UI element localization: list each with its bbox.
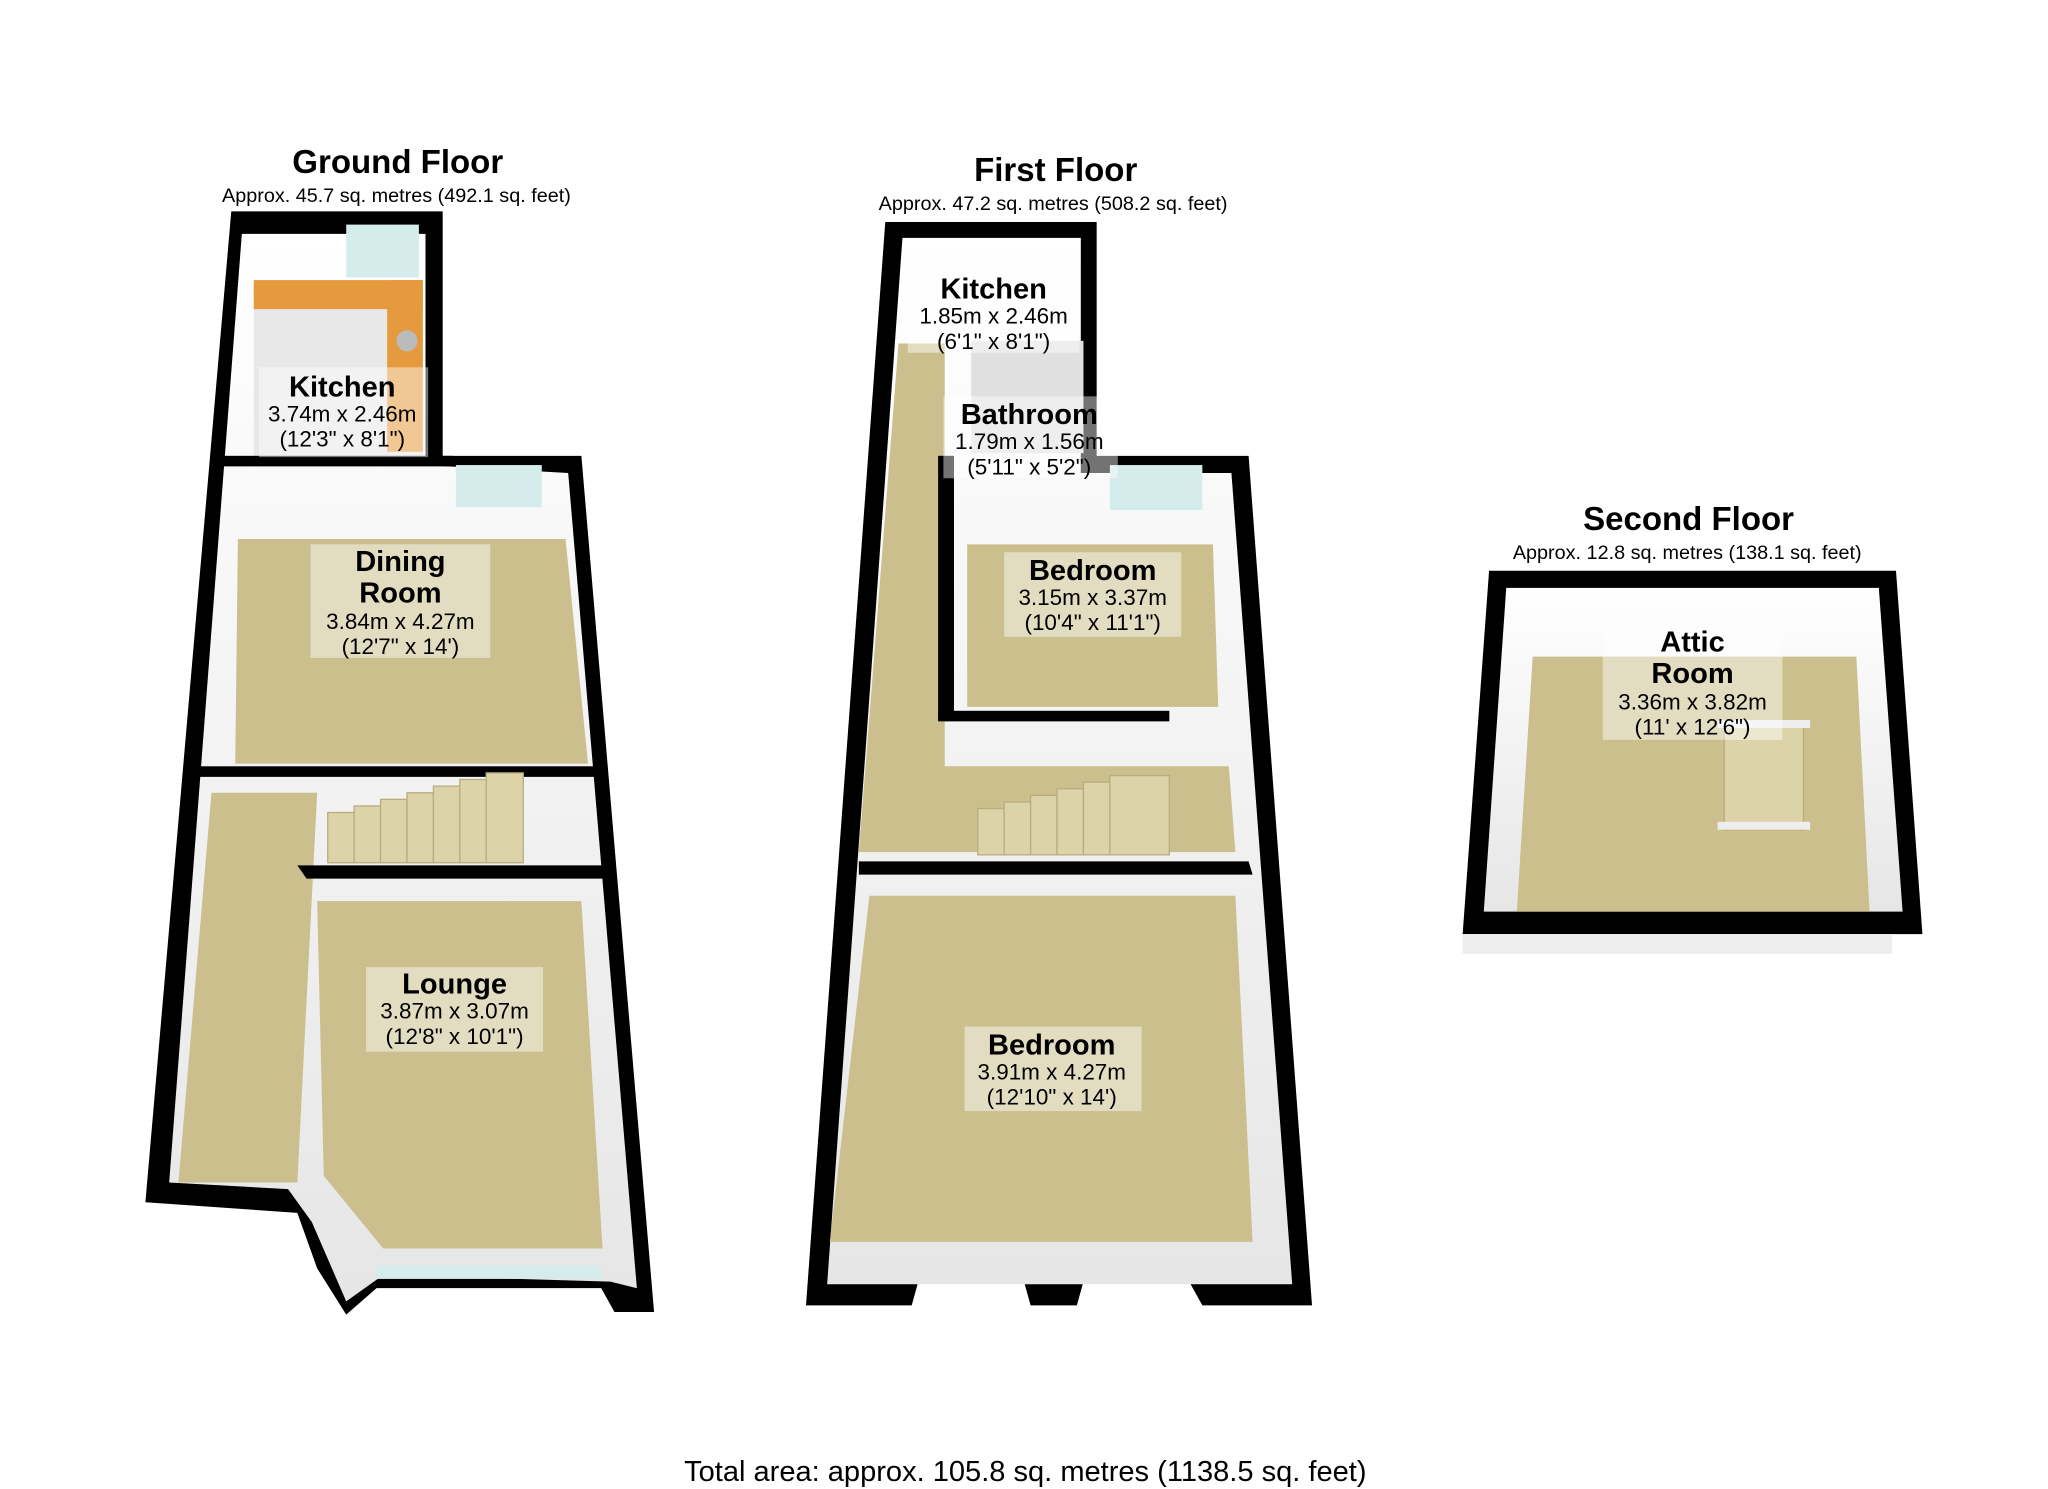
total-area: Total area: approx. 105.8 sq. metres (11… xyxy=(684,1456,1366,1488)
room-name: Dining xyxy=(355,546,445,578)
room-name-line2: Room xyxy=(1651,658,1733,690)
room-dimensions-imperial: (12'3" x 8'1") xyxy=(279,427,405,452)
first-floor-title: First Floor xyxy=(974,151,1137,188)
room-dimensions-metric: 3.87m x 3.07m xyxy=(380,999,529,1024)
wall xyxy=(198,766,595,777)
room-dimensions-imperial: (11' x 12'6") xyxy=(1635,715,1751,740)
room-name: Kitchen xyxy=(940,274,1047,306)
second-floor-area: Approx. 12.8 sq. metres (138.1 sq. feet) xyxy=(1513,542,1862,564)
room-dimensions-imperial: (5'11" x 5'2") xyxy=(967,454,1091,479)
first-floor-area: Approx. 47.2 sq. metres (508.2 sq. feet) xyxy=(879,193,1228,215)
wall xyxy=(858,861,1253,875)
lounge-floor xyxy=(317,901,603,1249)
ground-floor-title: Ground Floor xyxy=(292,143,503,180)
staircase xyxy=(1717,720,1811,831)
ground-floor-plan: Ground Floor Approx. 45.7 sq. metres (49… xyxy=(145,143,655,1315)
bay-window xyxy=(376,1265,602,1279)
window xyxy=(455,465,542,508)
first-floor-plan: First Floor Approx. 47.2 sq. metres (508… xyxy=(806,151,1313,1306)
landing-floor xyxy=(858,343,1236,853)
room-name: Bedroom xyxy=(1029,555,1157,587)
bathroom-floor xyxy=(971,340,1084,454)
sink-icon xyxy=(396,330,418,352)
second-floor-title: Second Floor xyxy=(1583,500,1794,537)
ground-floor-area: Approx. 45.7 sq. metres (492.1 sq. feet) xyxy=(222,185,571,207)
hallway-floor xyxy=(178,792,318,1183)
window xyxy=(1109,465,1203,510)
bedroom-floor xyxy=(967,544,1219,707)
room-dimensions-metric: 1.85m x 2.46m xyxy=(919,304,1068,329)
room-name: Attic xyxy=(1660,626,1725,658)
wall xyxy=(938,710,1170,722)
dining-room-floor xyxy=(235,539,589,764)
room-name: Bedroom xyxy=(988,1029,1116,1061)
wall xyxy=(222,455,454,467)
room-name: Bathroom xyxy=(961,399,1098,431)
wall xyxy=(938,455,954,721)
room-name-line2: Room xyxy=(359,577,441,609)
room-dimensions-metric: 1.79m x 1.56m xyxy=(955,429,1104,454)
room-dimensions-metric: 3.84m x 4.27m xyxy=(326,609,475,634)
wall-edge xyxy=(1462,934,1893,954)
room-dimensions-imperial: (6'1" x 8'1") xyxy=(937,329,1050,354)
room-dimensions-imperial: (12'10" x 14') xyxy=(987,1085,1117,1110)
second-floor-plan: Second Floor Approx. 12.8 sq. metres (13… xyxy=(1462,500,1923,954)
bedroom-floor xyxy=(829,895,1253,1242)
room-dimensions-imperial: (12'8" x 10'1") xyxy=(386,1024,524,1049)
staircase xyxy=(977,774,1170,856)
room-dimensions-metric: 3.74m x 2.46m xyxy=(268,401,417,426)
room-dimensions-imperial: (12'7" x 14') xyxy=(342,634,460,659)
window xyxy=(346,224,419,278)
wall xyxy=(297,865,608,879)
room-dimensions-metric: 3.36m x 3.82m xyxy=(1618,689,1767,714)
room-dimensions-metric: 3.15m x 3.37m xyxy=(1018,585,1167,610)
room-dimensions-metric: 3.91m x 4.27m xyxy=(977,1059,1126,1084)
kitchen-worktop-side xyxy=(387,280,423,452)
room-name: Kitchen xyxy=(289,371,396,403)
staircase xyxy=(327,772,524,864)
room-dimensions-imperial: (10'4" x 11'1") xyxy=(1024,610,1160,635)
room-name: Lounge xyxy=(402,969,507,1001)
